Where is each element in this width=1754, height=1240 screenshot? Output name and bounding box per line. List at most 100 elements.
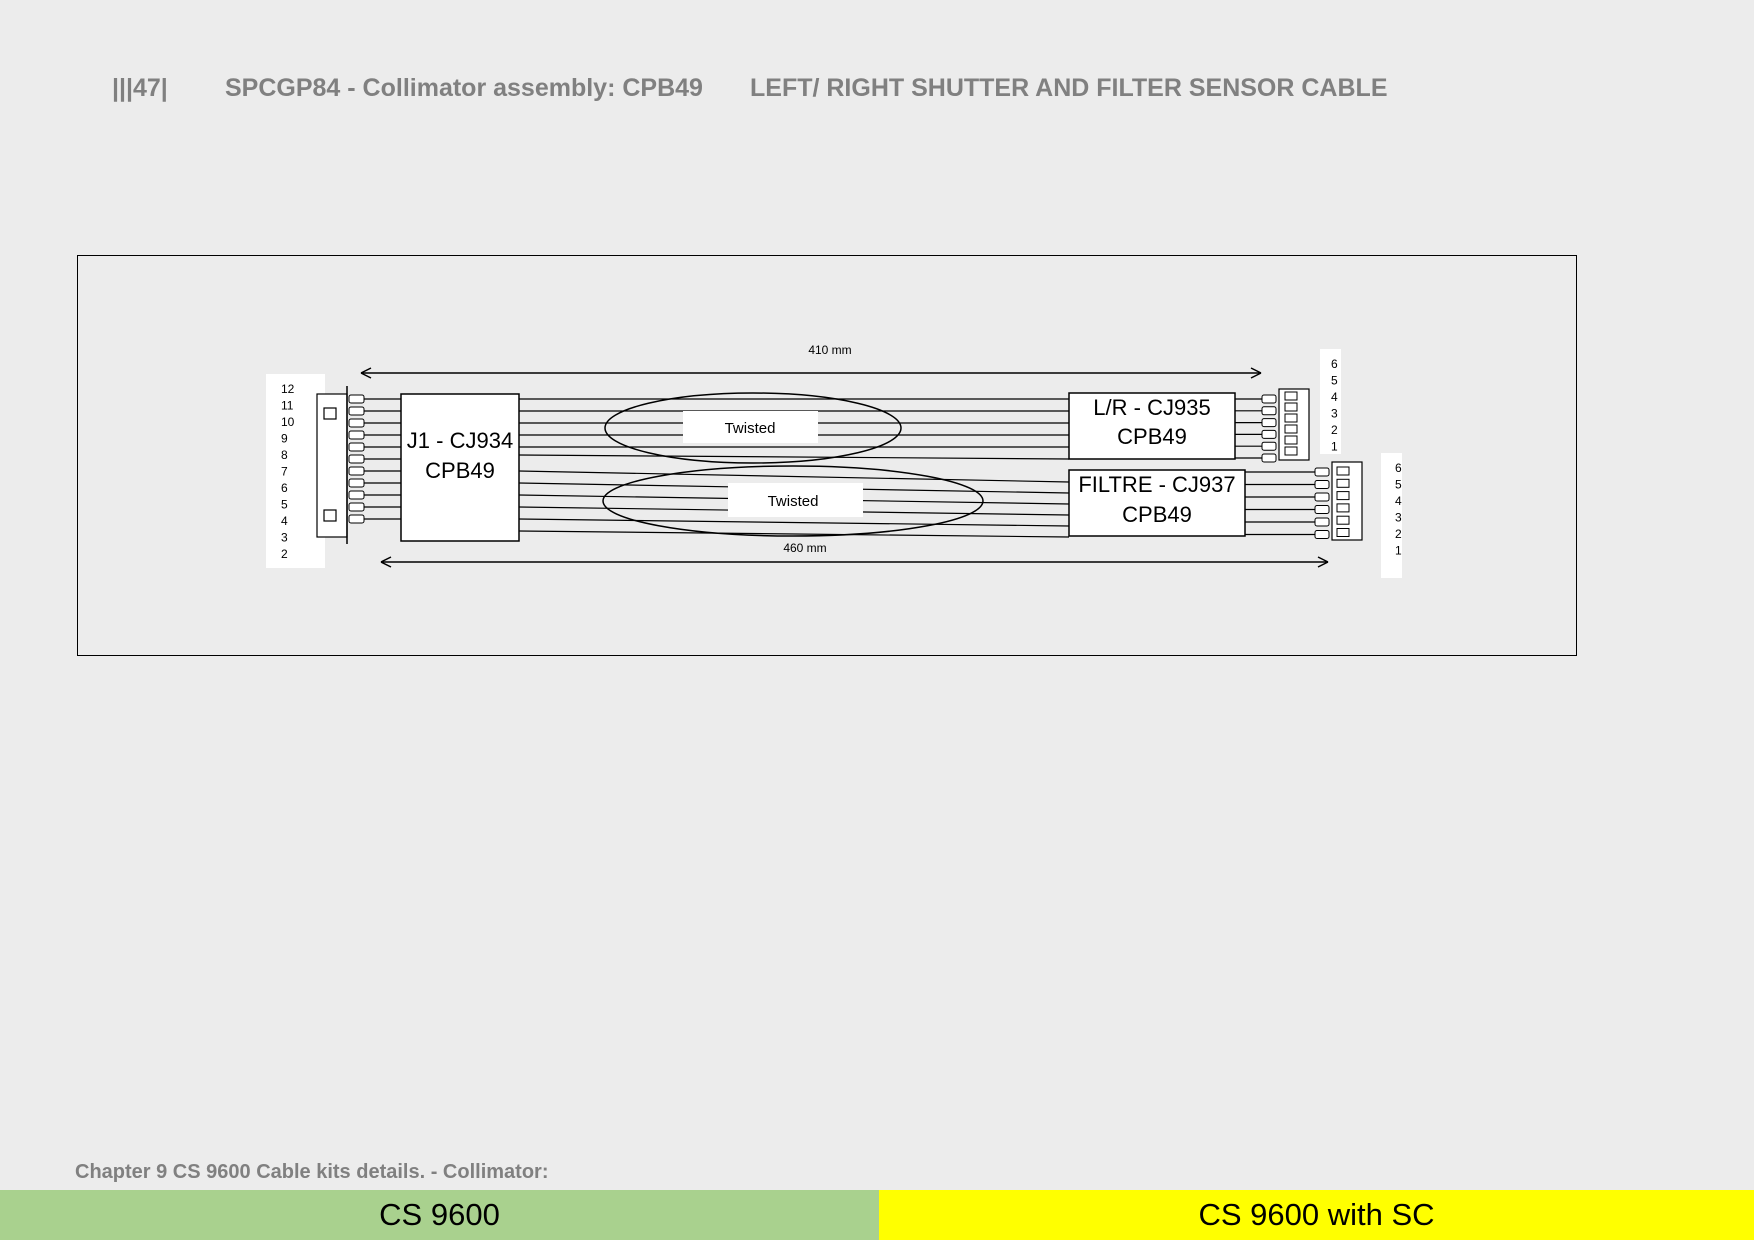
page-subtitle: LEFT/ RIGHT SHUTTER AND FILTER SENSOR CA…: [750, 74, 1388, 102]
connector-lr: L/R - CJ935 CPB49: [1068, 388, 1310, 463]
terminal: [1314, 480, 1330, 489]
pin-number: 4: [1395, 494, 1402, 508]
pin-number: 3: [1331, 407, 1338, 421]
twisted-bundle-2: Twisted: [602, 465, 984, 537]
pin-number: 4: [281, 514, 288, 528]
lr-label-line2: CPB49: [1117, 424, 1187, 449]
pin-number: 1: [1395, 544, 1402, 558]
arrowheads: [360, 367, 1262, 379]
twist-label-box: [728, 483, 863, 517]
terminal: [348, 406, 365, 416]
pin-number: 6: [1331, 357, 1338, 371]
socket: [1336, 478, 1350, 488]
terminal: [1314, 505, 1330, 514]
pin-number: 11: [281, 399, 294, 413]
terminal: [1261, 418, 1277, 428]
pin-number: 7: [281, 465, 288, 479]
terminal: [1314, 530, 1330, 539]
connector-j1: J1 - CJ934 CPB49: [316, 386, 520, 544]
pin-number: 2: [1395, 527, 1402, 541]
pin-number: 4: [1331, 390, 1338, 404]
filtre-label-box: [1068, 469, 1246, 537]
filtre-pin-panel: [1381, 453, 1402, 578]
lr-label-line1: L/R - CJ935: [1093, 395, 1210, 420]
dimension-label-bottom: 460 mm: [783, 541, 826, 555]
wire: [518, 470, 1070, 483]
filtre-pin-numbers: 6 5 4 3 2 1: [1395, 461, 1402, 558]
socket: [1336, 503, 1350, 513]
wire: [518, 518, 1070, 527]
socket: [1284, 424, 1298, 434]
pin-number: 8: [281, 448, 288, 462]
cable-diagram: 12 11 10 9 8 7 6 5 4 3 2 6 5 4 3 2 1 6 5 4 3 2 1 Twisted Twi…: [266, 343, 1402, 578]
j1-latch: [323, 407, 337, 420]
twist-label: Twisted: [768, 493, 819, 510]
filtre-label-line1: FILTRE - CJ937: [1078, 472, 1235, 497]
terminal: [1314, 467, 1330, 477]
pin-number: 5: [281, 498, 288, 512]
j1-label-box: [400, 393, 520, 542]
j1-terminals: [348, 394, 401, 524]
lr-label-box: [1068, 392, 1236, 460]
filtre-label-line2: CPB49: [1122, 502, 1192, 527]
j1-label-line2: CPB49: [425, 458, 495, 483]
socket: [1336, 466, 1350, 476]
socket: [1284, 413, 1298, 423]
terminal: [348, 502, 365, 512]
twist-label: Twisted: [725, 420, 776, 437]
dimension-410: 410 mm: [360, 343, 1262, 379]
pin-number: 5: [1395, 478, 1402, 492]
twisted-bundle-1: Twisted: [604, 392, 902, 464]
page-title: SPCGP84 - Collimator assembly: CPB49: [225, 74, 703, 102]
pin-number: 2: [1331, 423, 1338, 437]
socket: [1284, 435, 1298, 445]
wire: [518, 530, 1070, 538]
tab-cs9600-sc[interactable]: CS 9600 with SC: [879, 1190, 1754, 1240]
terminal: [348, 466, 365, 476]
terminal: [348, 418, 365, 428]
pin-number: 6: [1395, 461, 1402, 475]
terminal: [1314, 492, 1330, 502]
terminal: [1261, 453, 1277, 463]
j1-label-line1: J1 - CJ934: [407, 428, 513, 453]
twist-ellipse: [602, 465, 984, 537]
terminal: [348, 442, 365, 452]
pin-number: 12: [281, 382, 295, 396]
lr-terminals: [1235, 394, 1277, 463]
twist-label-box: [683, 411, 818, 443]
socket: [1284, 446, 1298, 456]
chapter-caption: Chapter 9 CS 9600 Cable kits details. - …: [75, 1161, 549, 1183]
socket: [1284, 391, 1298, 401]
connector-filtre: FILTRE - CJ937 CPB49: [1068, 461, 1363, 541]
socket: [1336, 528, 1350, 537]
terminal: [1261, 406, 1277, 416]
arrowheads: [380, 556, 1329, 568]
wire: [518, 454, 1070, 460]
terminal: [348, 478, 365, 488]
terminal: [1261, 429, 1277, 439]
j1-pin-panel: [266, 374, 325, 568]
socket: [1336, 491, 1350, 501]
filtre-sockets: [1336, 466, 1350, 537]
pin-number: 6: [281, 481, 288, 495]
pin-number: 2: [281, 547, 288, 561]
terminal: [1261, 441, 1277, 451]
tab-cs9600[interactable]: CS 9600: [0, 1190, 879, 1240]
dimension-460: 460 mm: [380, 541, 1329, 568]
dimension-label-top: 410 mm: [808, 343, 851, 357]
terminal: [348, 430, 365, 440]
terminal: [1261, 394, 1277, 404]
pin-number: 5: [1331, 374, 1338, 388]
terminal: [348, 394, 365, 404]
lr-pin-panel: [1320, 349, 1341, 454]
page-marker: |||47|: [112, 74, 168, 102]
lr-sockets: [1284, 391, 1298, 456]
pin-number: 3: [1395, 511, 1402, 525]
diagram-frame: 12 11 10 9 8 7 6 5 4 3 2 6 5 4 3 2 1 6 5 4 3 2 1 Twisted Twi…: [77, 255, 1577, 656]
terminal: [348, 514, 365, 524]
pin-number: 9: [281, 432, 288, 446]
pin-number: 10: [281, 415, 295, 429]
socket: [1284, 402, 1298, 412]
